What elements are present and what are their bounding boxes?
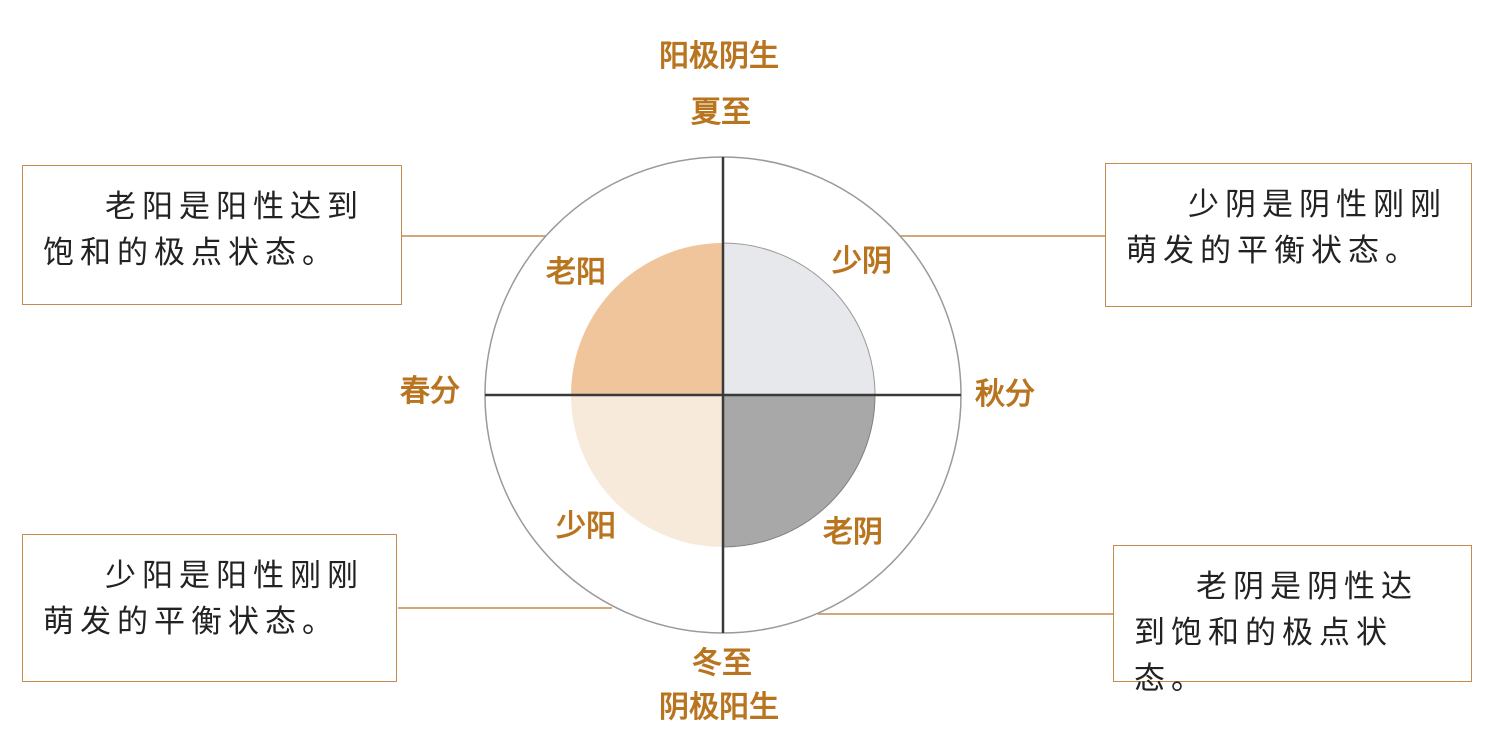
- quadrant-label-old-yin: 老阴: [823, 515, 883, 550]
- label-autumn-equinox: 秋分: [975, 377, 1035, 412]
- note-old-yin: 老阴是阴性达到饱和的极点状态。: [1113, 545, 1472, 697]
- note-old-yin-text: 老阴是阴性达到饱和的极点状态。: [1134, 569, 1418, 697]
- label-winter-solstice: 冬至: [692, 646, 752, 681]
- note-young-yin: 少阴是阴性刚刚萌发的平衡状态。: [1105, 163, 1472, 307]
- note-young-yang: 少阳是阳性刚刚萌发的平衡状态。: [22, 534, 397, 682]
- note-old-yang-text: 老阳是阳性达到饱和的极点状态。: [43, 189, 364, 271]
- quadrant-label-young-yang: 少阳: [556, 509, 616, 544]
- quadrant-young-yang: [571, 395, 723, 547]
- label-spring-equinox: 春分: [400, 374, 460, 409]
- quadrant-label-young-yin: 少阴: [832, 244, 892, 279]
- note-young-yang-text: 少阳是阳性刚刚萌发的平衡状态。: [43, 558, 364, 640]
- label-yang-extreme: 阳极阴生: [659, 39, 779, 74]
- note-young-yin-text: 少阴是阴性刚刚萌发的平衡状态。: [1126, 187, 1447, 269]
- note-old-yang: 老阳是阳性达到饱和的极点状态。: [22, 165, 402, 305]
- label-yin-extreme: 阴极阳生: [659, 690, 779, 725]
- label-summer-solstice: 夏至: [691, 95, 751, 130]
- quadrant-young-yin: [722, 242, 876, 396]
- quadrant-old-yin: [722, 394, 876, 548]
- quadrant-old-yang: [571, 243, 723, 395]
- quadrant-label-old-yang: 老阳: [546, 255, 606, 290]
